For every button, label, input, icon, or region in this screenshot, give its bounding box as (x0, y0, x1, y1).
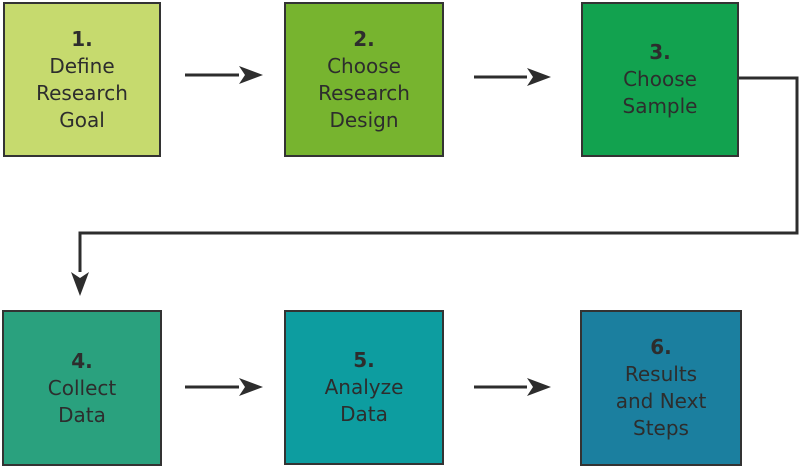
step-number: 3. (649, 40, 671, 64)
step-number: 6. (650, 335, 672, 359)
step-number: 4. (71, 348, 93, 373)
step-box-choose-research-design: 2. Choose Research Design (284, 2, 444, 157)
step-label: Results and Next Steps (615, 362, 707, 440)
step-box-define-research-goal: 1. Define Research Goal (3, 2, 161, 157)
step-number: 1. (71, 26, 93, 51)
step-number: 2. (353, 26, 375, 51)
step-box-results-next-steps: 6. Results and Next Steps (580, 310, 742, 466)
step-label: Define Research Goal (36, 53, 128, 132)
step-box-analyze-data: 5. Analyze Data (284, 310, 444, 465)
step-box-choose-sample: 3. Choose Sample (581, 2, 739, 157)
step-box-collect-data: 4. Collect Data (2, 310, 162, 466)
step-number: 5. (353, 348, 375, 372)
step-label: Choose Research Design (318, 53, 410, 132)
step-label: Collect Data (47, 375, 117, 427)
step-label: Analyze Data (324, 375, 404, 426)
step-label: Choose Sample (622, 67, 698, 118)
